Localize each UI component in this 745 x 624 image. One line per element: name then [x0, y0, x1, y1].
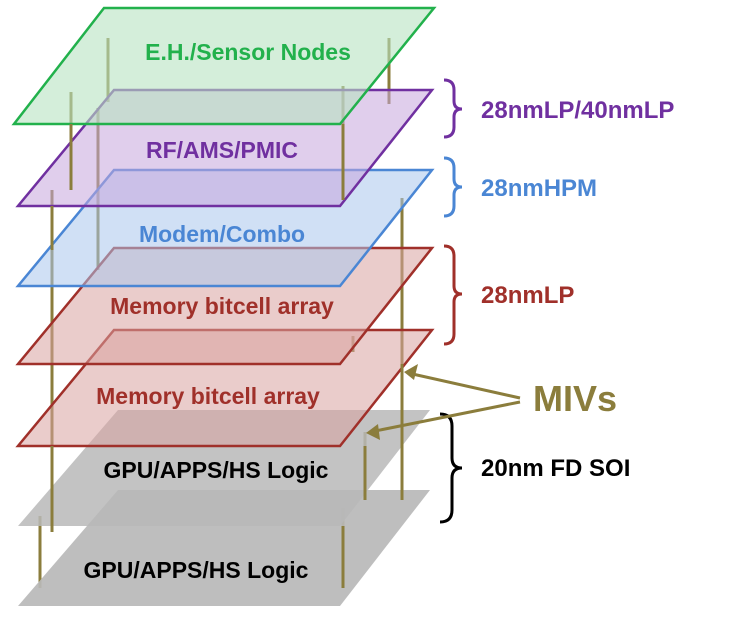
layer-label: Memory bitcell array	[96, 383, 320, 409]
bracket-20nm-fd-soi: 20nm FD SOI	[439, 412, 630, 524]
bracket-28nmlp-40nmlp: 28nmLP/40nmLP	[443, 78, 674, 139]
miv-arrow-head	[366, 424, 380, 440]
bracket-shape	[439, 412, 463, 524]
layer-eh-sensor-nodes: E.H./Sensor Nodes	[11, 6, 437, 126]
bracket-label: 28nmLP/40nmLP	[481, 97, 674, 124]
bracket-shape	[443, 244, 463, 346]
bracket-label: 20nm FD SOI	[481, 455, 630, 482]
miv-callout: MIVs	[366, 364, 617, 440]
miv-label: MIVs	[533, 378, 617, 419]
bracket-shape	[443, 78, 463, 139]
layer-label: GPU/APPS/HS Logic	[84, 557, 309, 583]
bracket-label: 28nmHPM	[481, 175, 597, 202]
bracket-28nmhpm: 28nmHPM	[443, 156, 597, 218]
layer-label: Modem/Combo	[139, 221, 305, 247]
bracket-shape	[443, 156, 463, 218]
layer-label: Memory bitcell array	[110, 293, 334, 319]
miv-arrow-line	[407, 371, 521, 400]
layer-label: GPU/APPS/HS Logic	[104, 457, 329, 483]
miv-arrow-head	[404, 364, 418, 380]
layer-label: RF/AMS/PMIC	[146, 137, 298, 163]
layer-plane	[11, 6, 437, 126]
bracket-28nmlp: 28nmLP	[443, 244, 574, 346]
layer-label: E.H./Sensor Nodes	[145, 39, 351, 65]
miv-arrow-line	[369, 400, 521, 434]
bracket-label: 28nmLP	[481, 282, 574, 309]
via-group-front	[50, 124, 404, 588]
